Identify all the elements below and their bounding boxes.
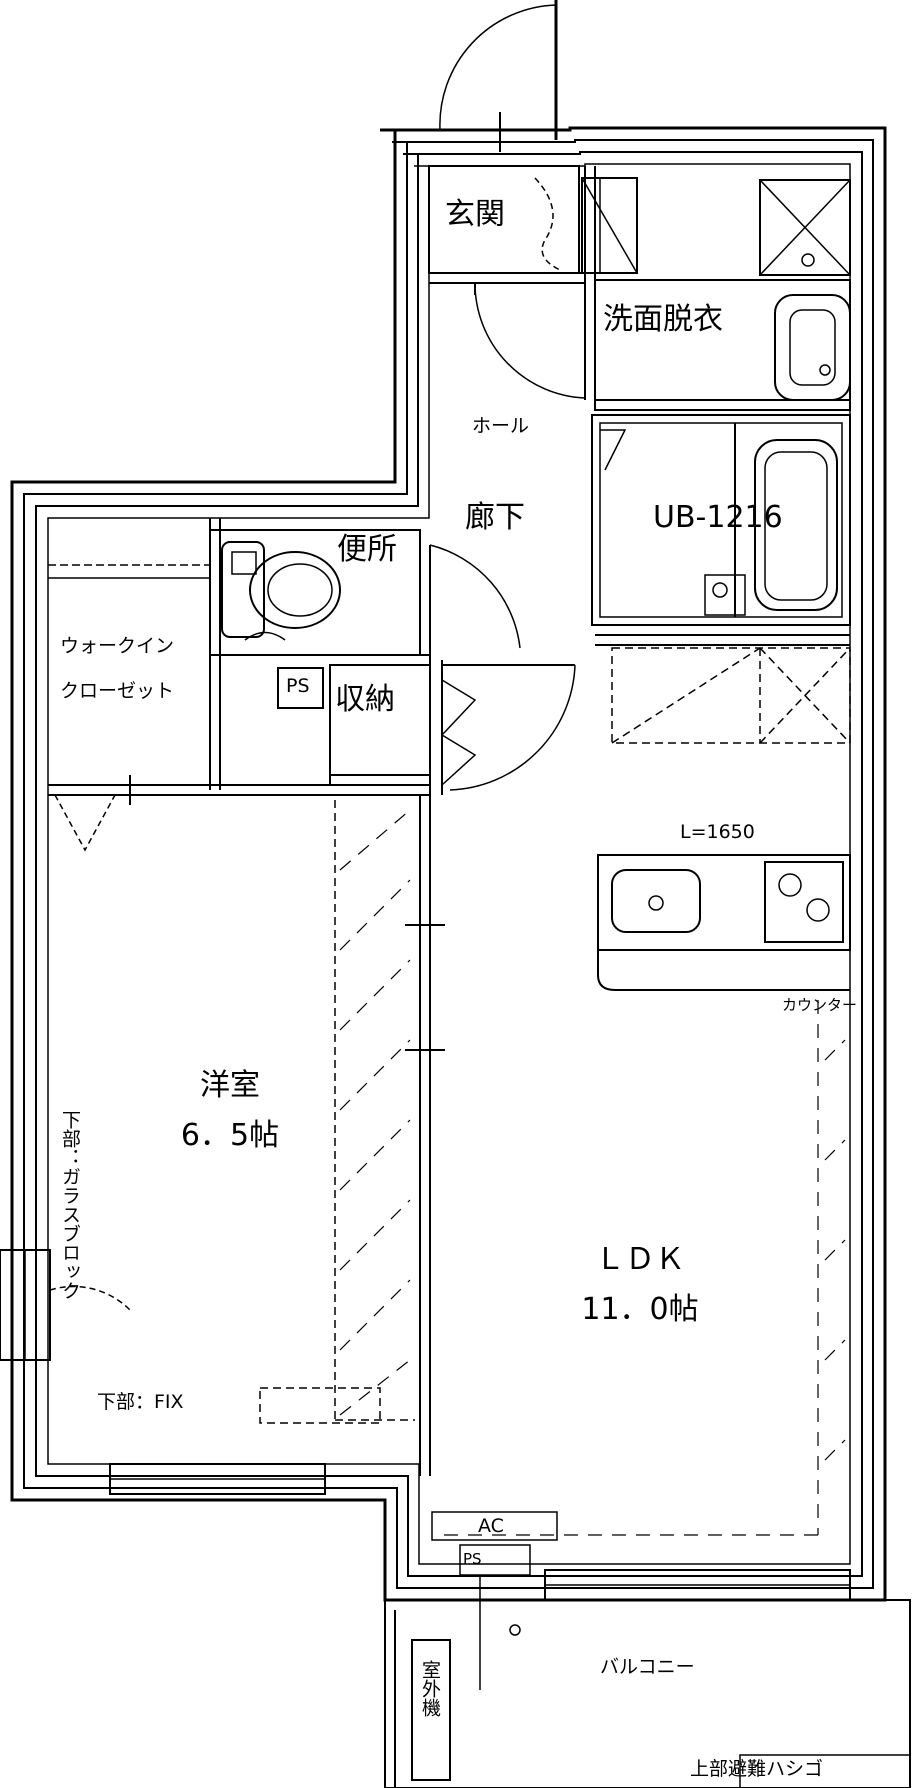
ps-shaft-bottom (459, 1544, 531, 1576)
shoe-cabinet (581, 177, 638, 274)
ldk-window (544, 1569, 851, 1601)
label-counter: カウンター (782, 996, 858, 1014)
hall-door (474, 282, 586, 399)
label-wic-line1: ウォークイン (60, 635, 175, 657)
label-escape-ladder: 上部避難ハシゴ (690, 1758, 824, 1780)
label-hall: ホール (472, 415, 530, 437)
ldk-door (449, 664, 576, 791)
label-youshitsu-name: 洋室 (200, 1068, 260, 1103)
label-shuno: 収納 (335, 682, 395, 717)
washroom (594, 179, 851, 411)
label-ldk-size: 11．0帖 (581, 1292, 699, 1327)
walk-in-closet (48, 518, 221, 790)
label-ps-bottom: PS (463, 1550, 482, 1568)
fridge-space (611, 647, 851, 744)
label-genkan: 玄関 (445, 197, 505, 232)
outer-wall (10, 126, 887, 1602)
genkan-inner-door (534, 177, 561, 271)
label-wic-line2: クローゼット (60, 680, 175, 702)
toilet-door (429, 544, 521, 649)
unit-bath (591, 414, 851, 626)
label-balcony: バルコニー (600, 1656, 695, 1678)
fix-window-dashed (259, 1387, 381, 1424)
entrance-door (439, 0, 558, 152)
left-window (0, 1249, 131, 1361)
label-ub: UB-1216 (653, 500, 783, 535)
ps-shaft-top (277, 667, 324, 709)
kitchen (597, 854, 851, 991)
label-youshitsu-size: 6．5帖 (180, 1118, 280, 1153)
label-senmen: 洗面脱衣 (603, 302, 723, 337)
label-lower-fix: 下部：FIX (97, 1391, 184, 1413)
balcony (384, 1575, 911, 1788)
ac-unit (431, 1511, 558, 1541)
toilet-room (209, 529, 430, 656)
storage (329, 660, 477, 795)
hatching (339, 809, 411, 1416)
label-kitchen-length: L=1650 (680, 821, 755, 843)
label-rouka: 廊下 (465, 500, 525, 535)
youshitsu-window (109, 1463, 326, 1495)
label-benjo: 便所 (337, 532, 397, 567)
label-glass-block: 下部：ガラスブロック (59, 1110, 81, 1300)
label-ac: AC (478, 1515, 504, 1537)
youshitsu-closet (334, 800, 415, 1421)
label-ldk-name: ＬＤＫ (595, 1242, 685, 1277)
label-outdoor-unit: 室外機 (419, 1660, 441, 1717)
label-ps-top: PS (286, 675, 310, 697)
